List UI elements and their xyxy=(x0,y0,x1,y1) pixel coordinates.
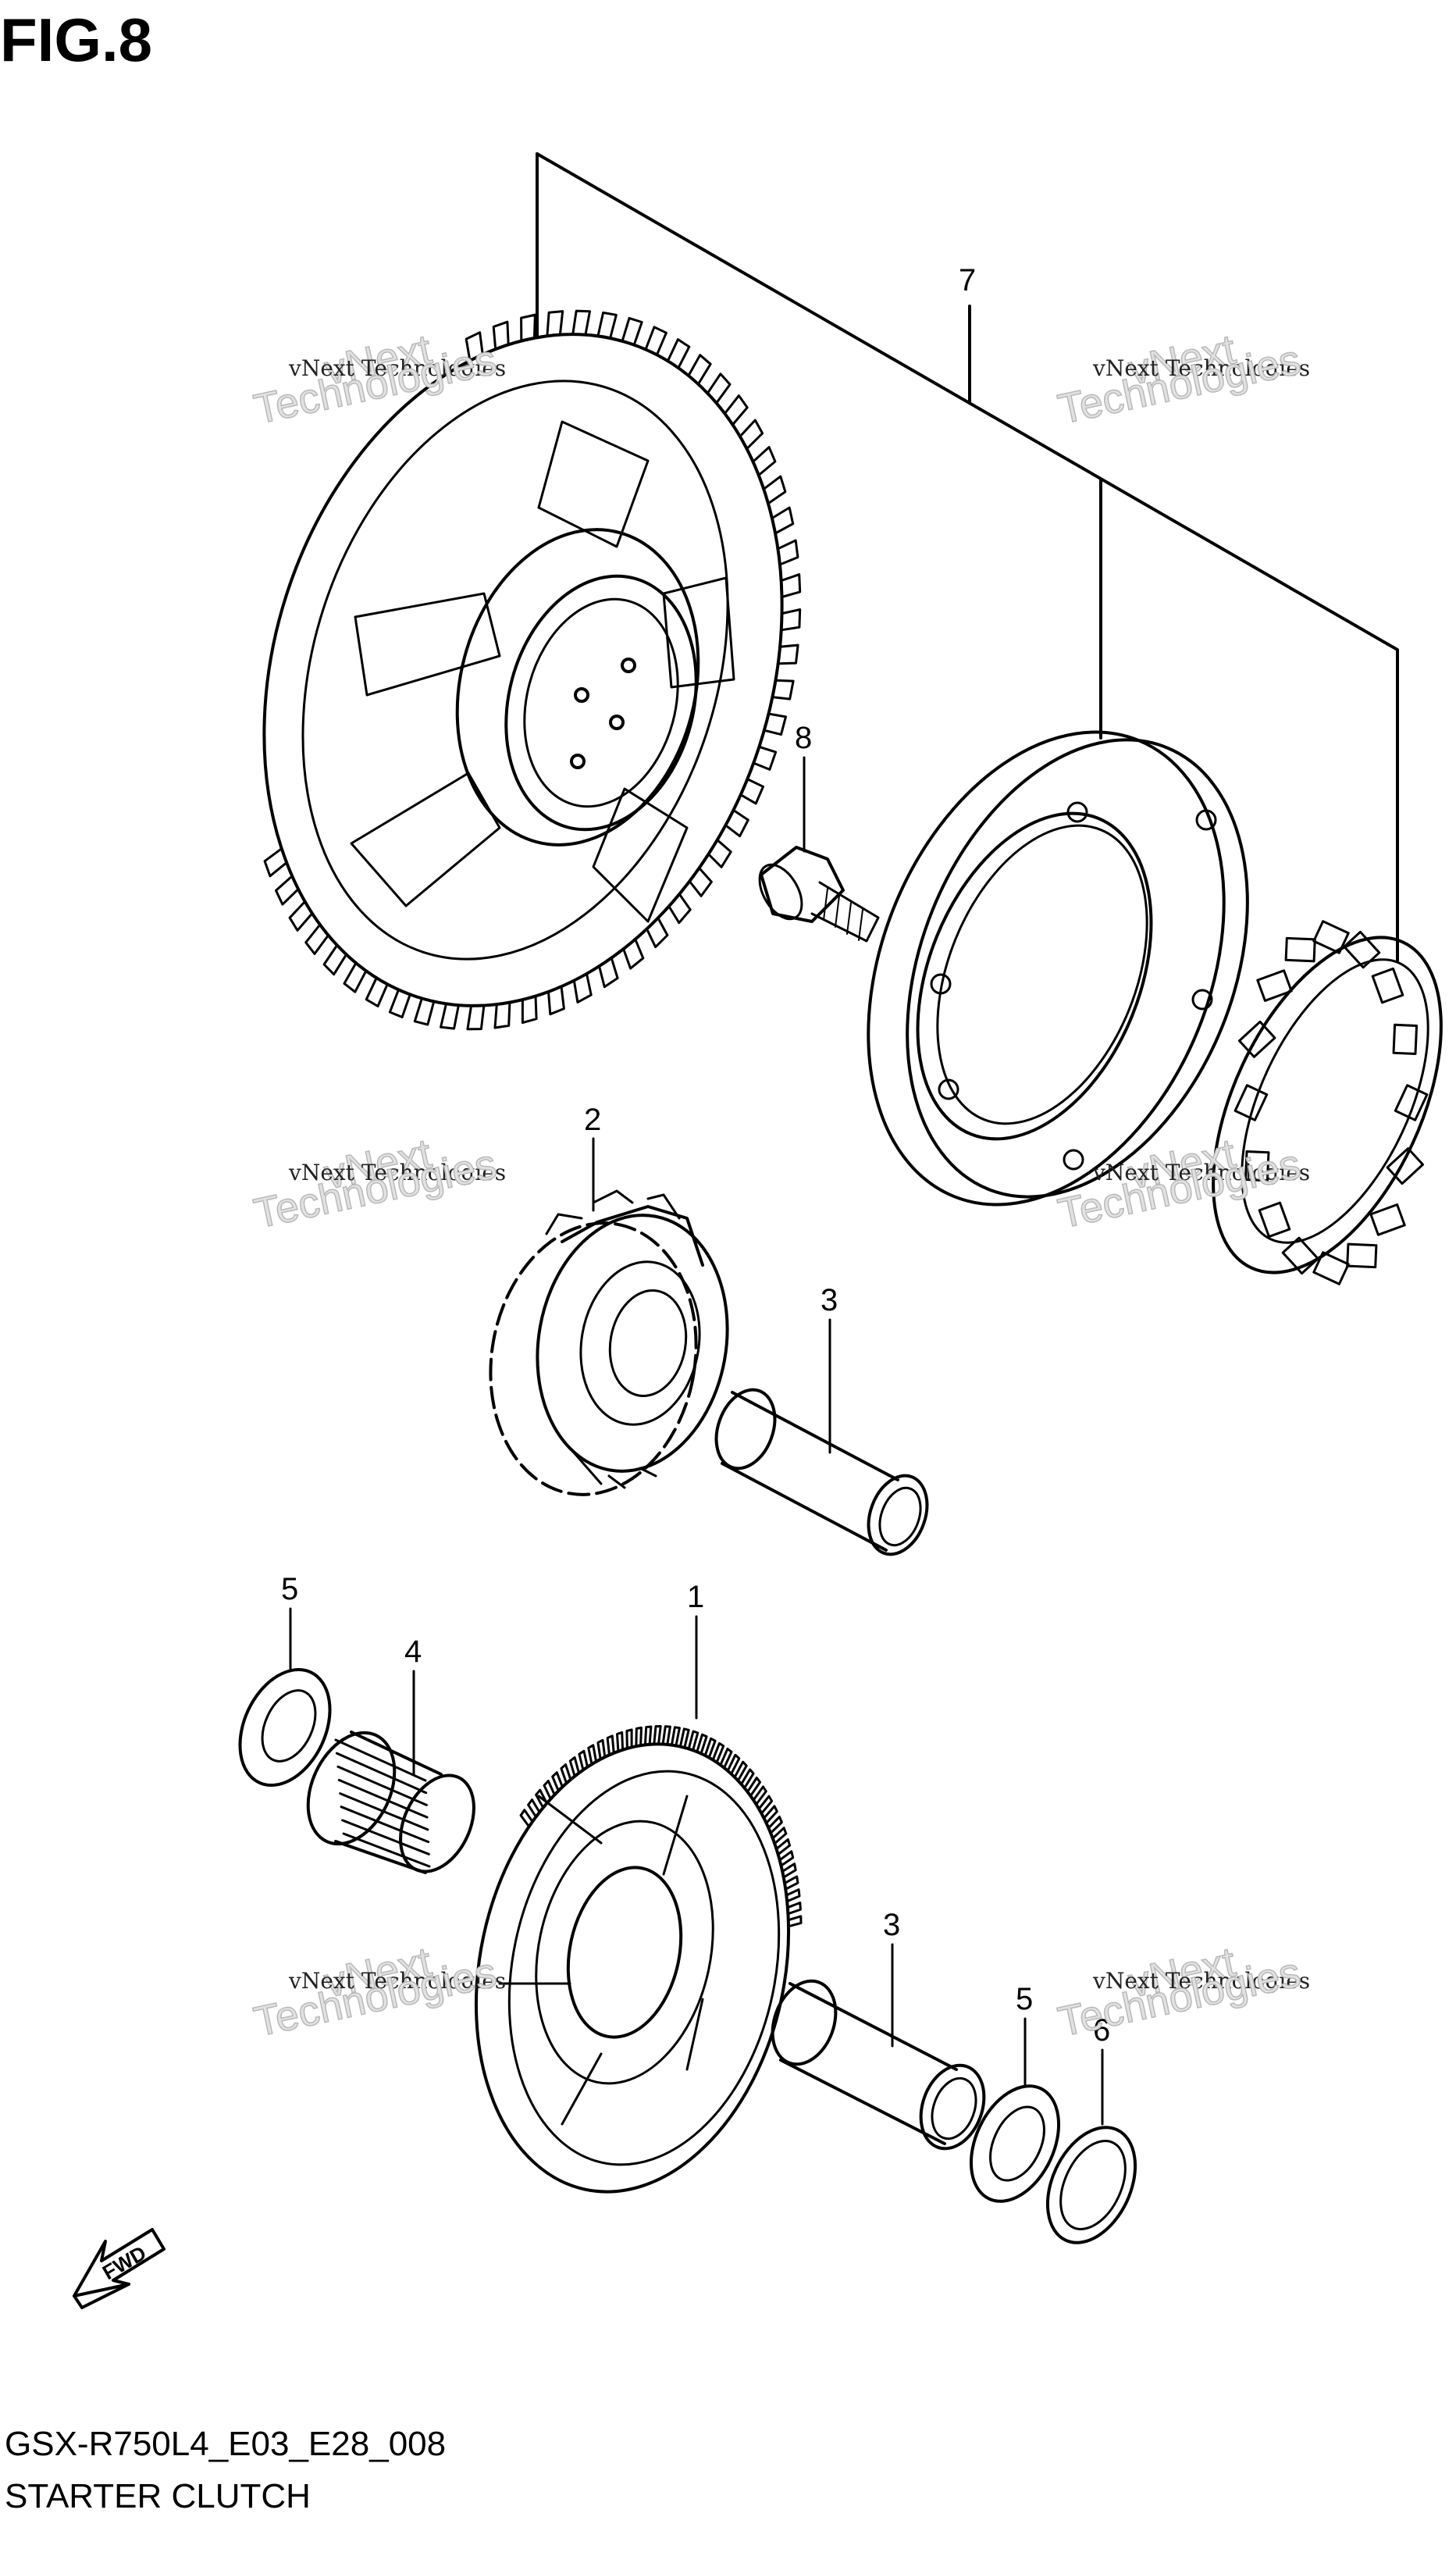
clutch-roller xyxy=(1394,1084,1429,1121)
bearing-needle xyxy=(342,1832,431,1868)
callout-3-upper: 3 xyxy=(821,1283,838,1317)
clutch-roller xyxy=(1312,1251,1350,1285)
needle-bearing-4 xyxy=(306,1731,475,1874)
callout-1: 1 xyxy=(687,1580,704,1614)
clutch-roller xyxy=(1281,1236,1319,1275)
callout-numbers: 7 8 2 3 5 4 1 3 5 6 xyxy=(281,263,1110,2048)
gear-teeth xyxy=(263,309,802,1031)
callout-3-lower: 3 xyxy=(883,1908,900,1942)
gear-tooth-outline xyxy=(519,1725,803,1928)
gear-1 xyxy=(474,1725,803,2194)
callout-8: 8 xyxy=(795,721,812,755)
idle-gear-2 xyxy=(489,1189,729,1496)
clutch-roller xyxy=(1237,1020,1276,1058)
bearing-needle xyxy=(339,1792,429,1831)
bearing-needle xyxy=(341,1819,430,1855)
model-code: GSX-R750L4_E03_E28_008 xyxy=(5,2425,447,2463)
callout-7: 7 xyxy=(959,263,976,298)
bearing-needles xyxy=(334,1738,431,1868)
washer-6 xyxy=(1045,2126,1137,2244)
section-name: STARTER CLUTCH xyxy=(5,2477,311,2515)
bearing-needle xyxy=(337,1778,429,1819)
clutch-roller xyxy=(1386,1147,1425,1185)
bearing-needle xyxy=(334,1738,427,1782)
callout-6: 6 xyxy=(1093,2013,1110,2048)
bearing-needle xyxy=(340,1806,430,1844)
callout-5-left: 5 xyxy=(281,1572,298,1606)
gear-teeth xyxy=(519,1725,803,1928)
leader-lines xyxy=(289,756,1104,2126)
callout-5-right: 5 xyxy=(1016,1982,1033,2016)
clutch-roller xyxy=(1234,1084,1269,1121)
bearing-needle xyxy=(336,1765,428,1806)
clutch-roller xyxy=(1256,969,1293,1002)
shaft-3-upper xyxy=(714,1388,929,1556)
fwd-arrow-icon: FWD xyxy=(73,2228,166,2309)
clutch-roller xyxy=(1312,920,1350,954)
clutch-roller xyxy=(1343,930,1381,969)
clutch-rollers xyxy=(1234,920,1429,1285)
clutch-roller xyxy=(1244,1150,1270,1182)
clutch-roller xyxy=(1392,1023,1419,1055)
callout-4: 4 xyxy=(404,1634,422,1669)
gear-tooth-outline xyxy=(263,309,802,1031)
assembly-bracket-7 xyxy=(536,152,1399,962)
clutch-roller xyxy=(1346,1242,1378,1269)
starter-driven-gear xyxy=(262,309,802,1031)
shaft-3-lower xyxy=(771,1979,986,2151)
bearing-needle xyxy=(335,1752,428,1795)
callout-2: 2 xyxy=(584,1103,601,1137)
washer-5-right xyxy=(969,2084,1061,2203)
washer-5-left xyxy=(238,1667,332,1788)
clutch-roller xyxy=(1284,936,1316,963)
clutch-housing xyxy=(867,730,1249,1207)
bolt-8 xyxy=(758,846,880,943)
one-way-clutch xyxy=(1212,920,1443,1285)
figure-title: FIG.8 xyxy=(0,5,153,74)
clutch-roller xyxy=(1371,967,1404,1004)
clutch-roller xyxy=(1258,1201,1291,1239)
clutch-roller xyxy=(1369,1203,1406,1236)
